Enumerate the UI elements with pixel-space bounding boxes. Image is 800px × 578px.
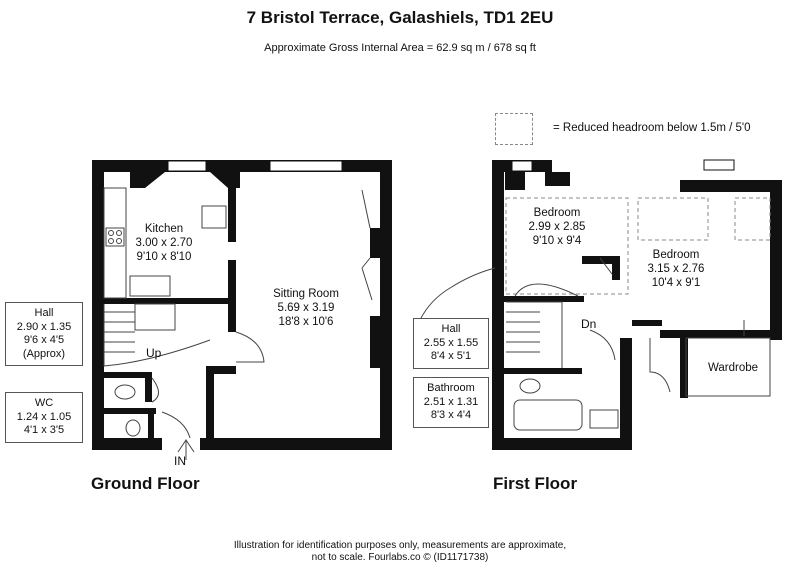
- bathroom-metric: 2.51 x 1.31: [423, 395, 479, 408]
- bedroom-1-name: Bedroom: [533, 207, 581, 219]
- reduced-headroom-legend-label: = Reduced headroom below 1.5m / 5'0: [553, 122, 751, 134]
- kitchen-imperial: 9'10 x 8'10: [136, 251, 192, 263]
- first-floor-walls: [492, 160, 782, 450]
- kitchen-label: Kitchen 3.00 x 2.70 9'10 x 8'10: [136, 222, 193, 264]
- hall-ground-callout: Hall 2.90 x 1.35 9'6 x 4'5 (Approx): [5, 302, 83, 366]
- wc-callout: WC 1.24 x 1.05 4'1 x 3'5: [5, 392, 83, 443]
- hall-first-name: Hall: [441, 323, 461, 335]
- entrance-label: IN: [174, 454, 186, 468]
- wc-imperial: 4'1 x 3'5: [23, 424, 65, 436]
- bedroom-1-metric: 2.99 x 2.85: [528, 221, 586, 233]
- ground-floor-walls: [92, 160, 392, 450]
- bathroom-imperial: 8'3 x 4'4: [430, 409, 472, 421]
- first-floor-title: First Floor: [493, 474, 578, 493]
- ground-floor-fixtures: [103, 187, 373, 460]
- reduced-headroom-zones: [505, 197, 771, 295]
- disclaimer-line-2: not to scale. Fourlabs.co © (ID1171738): [311, 552, 489, 563]
- bedroom-2-label: Bedroom 3.15 x 2.76 10'4 x 9'1: [648, 248, 705, 290]
- kitchen-metric: 3.00 x 2.70: [135, 237, 193, 249]
- first-floor-windows: [511, 159, 735, 172]
- hall-first-metric: 2.55 x 1.55: [423, 336, 479, 349]
- bedroom-2-imperial: 10'4 x 9'1: [651, 277, 701, 289]
- hall-ground-note: (Approx): [22, 347, 66, 360]
- gross-area-text: Approximate Gross Internal Area = 62.9 s…: [264, 42, 536, 54]
- sitting-room-name: Sitting Room: [273, 288, 339, 300]
- bedroom-2-name: Bedroom: [652, 249, 700, 261]
- wc-metric: 1.24 x 1.05: [16, 410, 72, 423]
- hall-ground-imperial: 9'6 x 4'5: [23, 334, 65, 346]
- disclaimer-line-1: Illustration for identification purposes…: [233, 540, 567, 551]
- hall-ground-name: Hall: [34, 307, 54, 319]
- bedroom-2-metric: 3.15 x 2.76: [647, 263, 705, 275]
- kitchen-name: Kitchen: [144, 223, 184, 235]
- wardrobe-label: Wardrobe: [707, 362, 759, 374]
- bathroom-callout: Bathroom 2.51 x 1.31 8'3 x 4'4: [413, 377, 489, 428]
- sitting-room-label: Sitting Room 5.69 x 3.19 18'8 x 10'6: [273, 287, 339, 329]
- ground-floor-windows: [167, 160, 343, 172]
- sitting-room-imperial: 18'8 x 10'6: [278, 316, 334, 328]
- hall-first-imperial: 8'4 x 5'1: [430, 350, 472, 362]
- ground-floor-title: Ground Floor: [91, 474, 200, 493]
- stairs-down-label: Dn: [581, 317, 597, 331]
- page-title: 7 Bristol Terrace, Galashiels, TD1 2EU: [246, 8, 554, 27]
- bedroom-1-label: Bedroom 2.99 x 2.85 9'10 x 9'4: [529, 206, 586, 248]
- hall-ground-metric: 2.90 x 1.35: [16, 320, 72, 333]
- stairs-up-label: Up: [146, 346, 162, 360]
- reduced-headroom-legend-swatch: [495, 113, 533, 145]
- sitting-room-metric: 5.69 x 3.19: [277, 302, 335, 314]
- hall-first-callout: Hall 2.55 x 1.55 8'4 x 5'1: [413, 318, 489, 369]
- first-floor-fixtures: [419, 257, 771, 431]
- bedroom-1-imperial: 9'10 x 9'4: [532, 235, 582, 247]
- bathroom-name: Bathroom: [427, 382, 475, 394]
- wc-name: WC: [34, 397, 54, 409]
- disclaimer: Illustration for identification purposes…: [234, 540, 566, 564]
